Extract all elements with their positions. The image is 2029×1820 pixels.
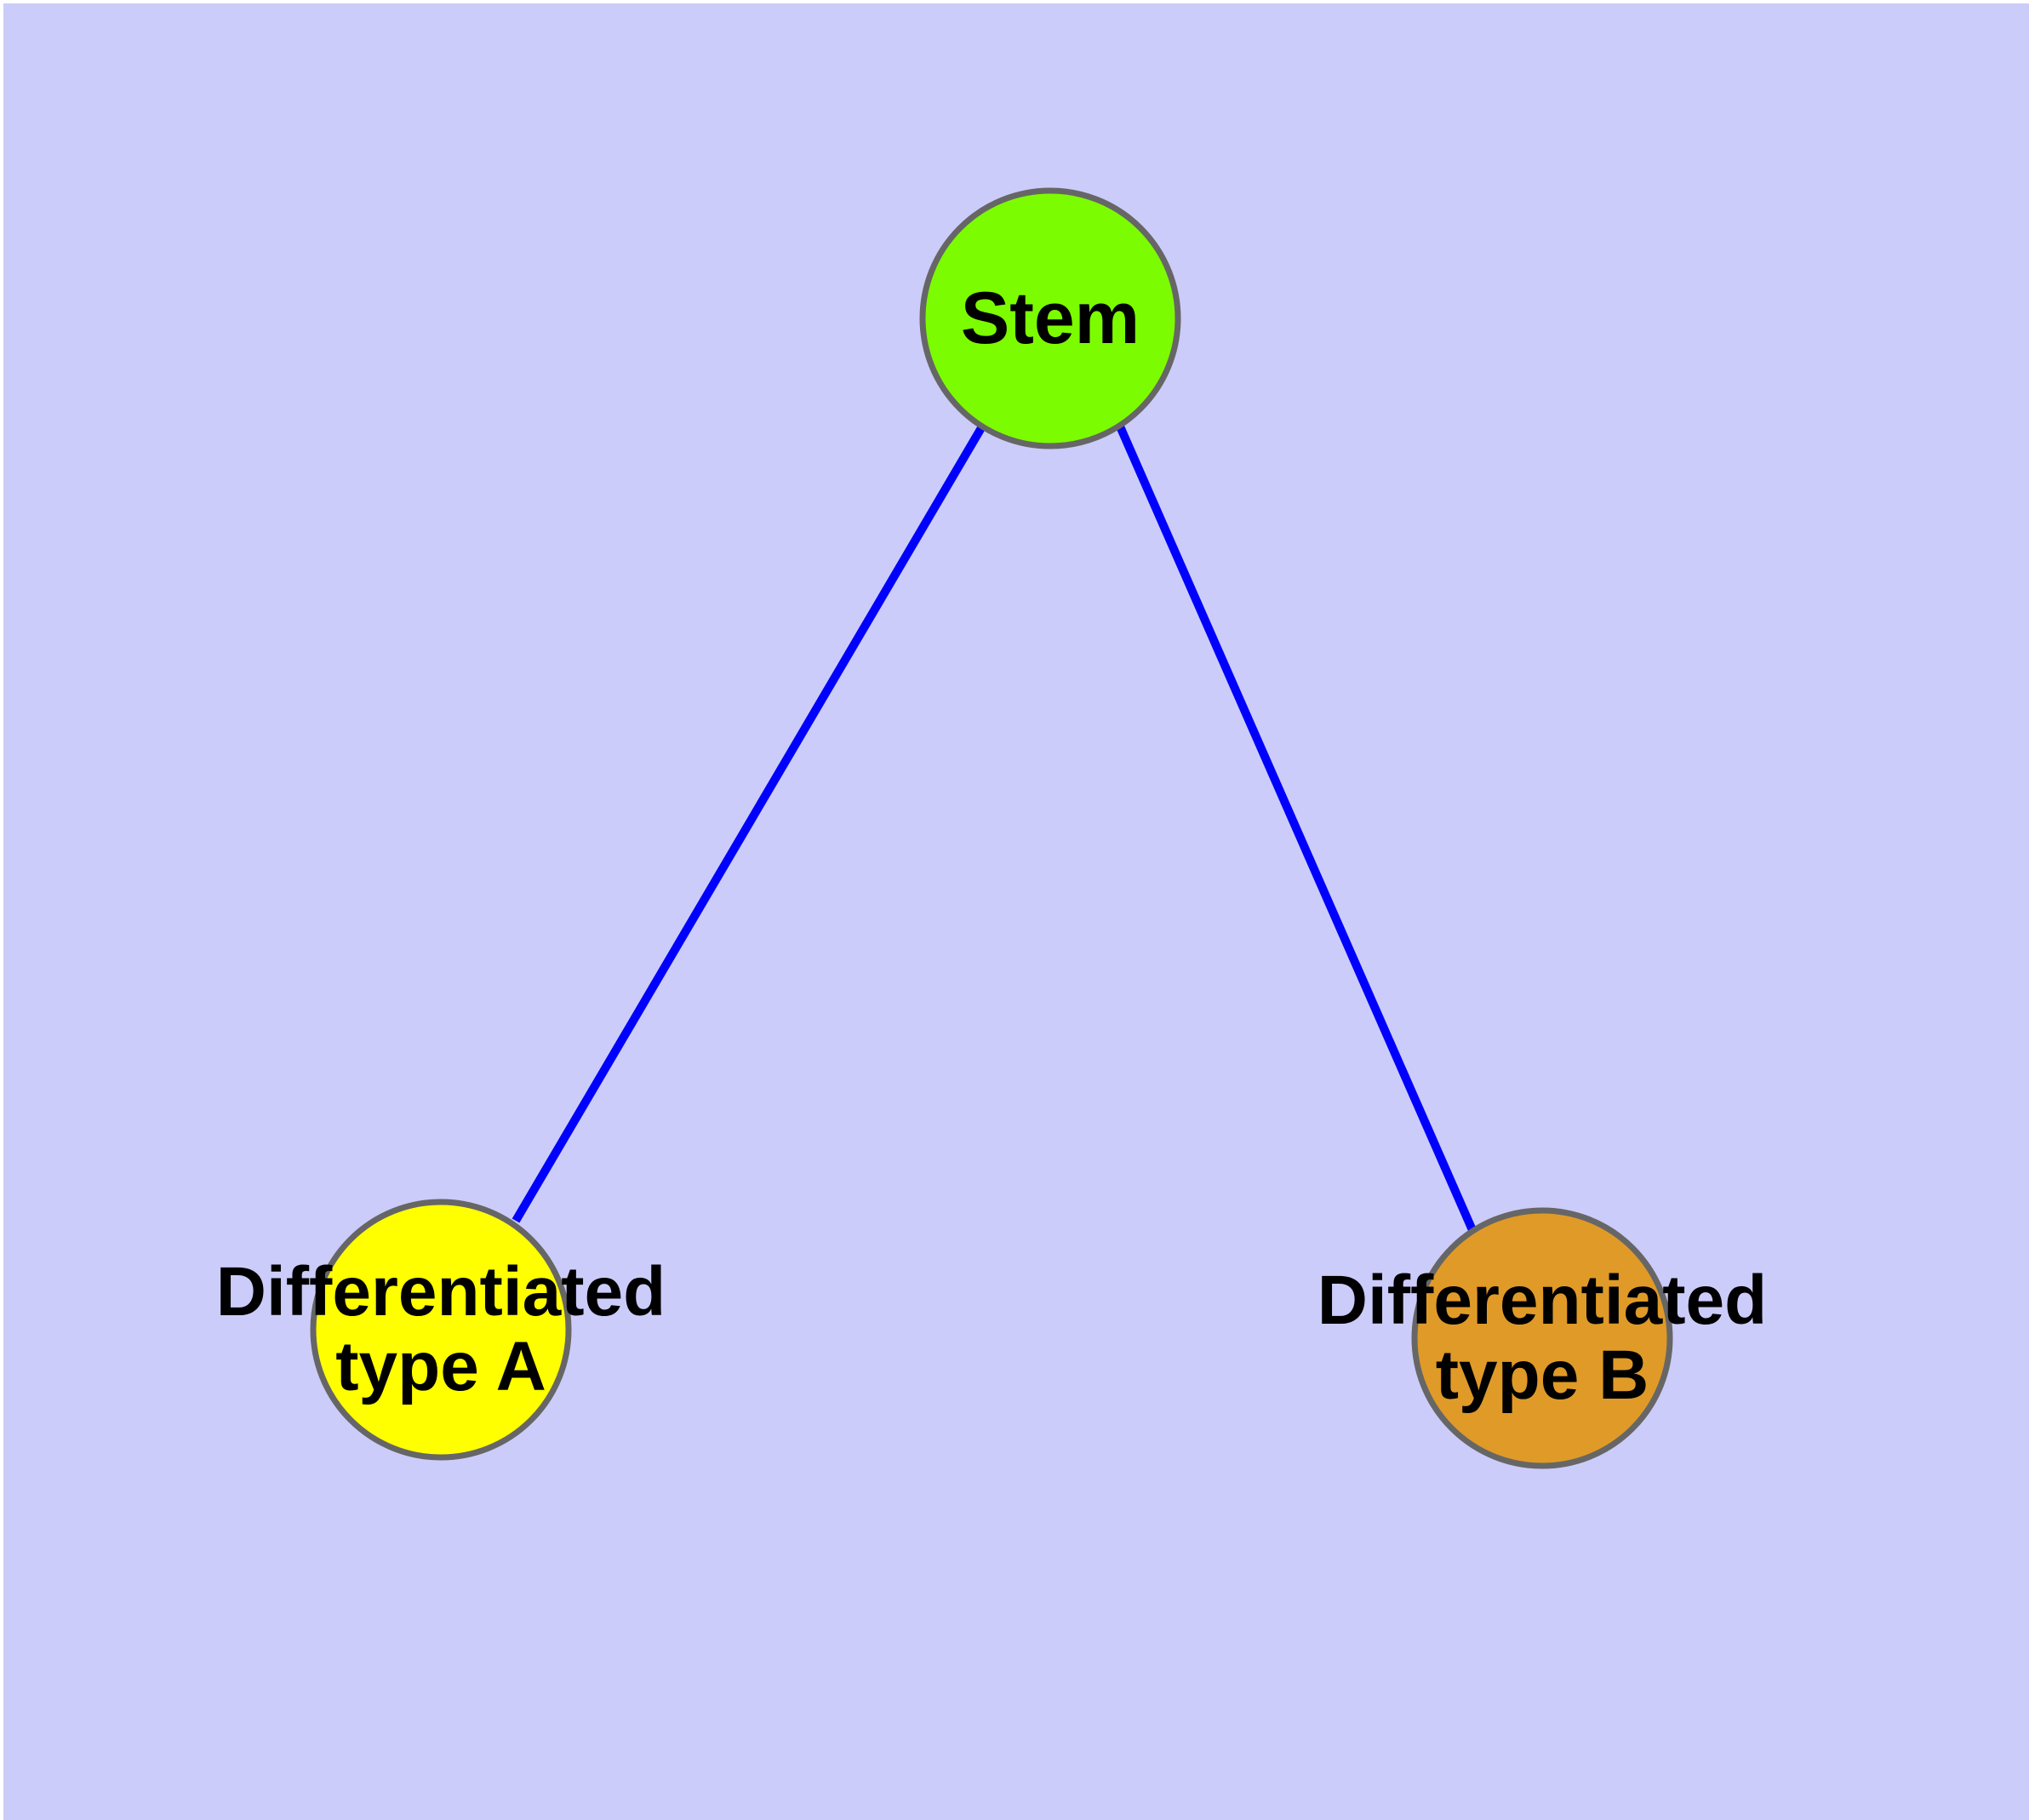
node-stem[interactable] [919,187,1181,449]
node-layer [310,187,1673,1469]
node-differentiated-type-a[interactable] [310,1199,572,1461]
edge-stem-to-diff-a [512,424,986,1223]
edge-layer [512,424,1477,1233]
edge-stem-to-diff-b [1116,424,1477,1233]
node-differentiated-type-b[interactable] [1411,1207,1673,1469]
